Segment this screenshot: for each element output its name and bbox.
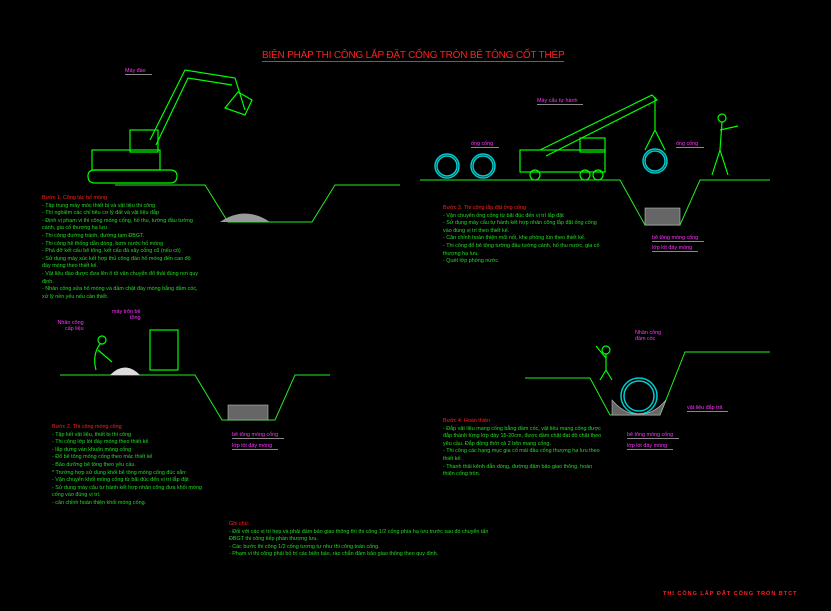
block-line: - Thí nghiệm các chỉ tiêu cơ lý đất và v… [42,210,159,217]
crane-truck-icon [519,94,666,181]
label-line: đầm cóc [635,336,656,342]
label-line: Nhân công [635,330,662,336]
excavator-icon [87,69,253,184]
block-line: - Tập kết vật liệu, thiết bị thi công [52,431,132,438]
block-line: cánh, gia cố thượng hạ lưu [42,225,107,232]
sheet-stamp: THI CÔNG LẮP ĐẶT CỐNG TRÒN BTCT [663,591,798,597]
step2-text-block: Bước 2. Thi công móng cống- Tập kết vật … [52,424,202,508]
label-step2-concrete: bê tông móng cống [232,432,285,439]
block-heading: Bước 1. Công tác hố móng [42,195,107,201]
block-line: - Sử dụng máy xúc kết hợp thủ công đào h… [42,255,191,262]
block-heading: Ghi chú: [229,521,250,527]
block-line: - Các bước thi công 1/2 cống tương tự nh… [229,543,380,550]
block-line: - Đổ bê tông móng cống theo mác thiết kế [52,454,153,461]
worker-icons [94,113,739,381]
block-heading: Bước 3. Thi công lắp đặt ống cống [443,205,526,211]
trench-step2 [60,374,330,421]
label-line: cấp liệu [65,326,84,332]
block-line: - Vật liệu đào được đưa lên ô tô vận chu… [42,270,199,277]
block-line: - Phạm vi thi công phải bố trí các biển … [229,551,439,558]
label-step4-concrete: bê tông móng cống [627,432,680,439]
block-line: đắp thành từng lớp dày 15-20cm, được đầm… [443,433,602,440]
block-line: - Vận chuyển khối móng cống từ bãi đúc đ… [52,477,189,484]
label-crane: Máy cẩu tự hành [537,98,584,105]
block-line: thiện cống tròn. [443,471,481,478]
label-pipe-left: ống cống [471,141,500,148]
block-line: thiết kế. [443,455,462,462]
label-step3-concrete: bê tông móng cống [652,235,705,242]
block-line: - Đối với các vị trí hẹp và phải đảm bảo… [229,528,489,535]
block-line: - căn chỉnh hoàn thiện khối móng cống. [52,499,147,506]
block-line: định. [42,278,54,285]
block-line: - Căn chỉnh hoàn thiện mối nối, khe phòn… [443,235,586,242]
label-backfill: vật liệu đắp trả [687,405,729,412]
block-heading: Bước 2. Thi công móng cống [52,424,122,430]
drawing-title: BIỆN PHÁP THI CÔNG LẮP ĐẶT CỐNG TRÒN BÊ … [262,50,565,62]
block-line: vào đúng vị trí theo thiết kế. [443,227,510,234]
step1-text-block: Bước 1. Công tác hố móng- Tập trung máy … [42,195,198,301]
block-line: - Thanh thải kênh dẫn dòng, đường đảm bả… [443,463,593,470]
block-heading: Bước 4: Hoàn thiện [443,418,490,424]
label-step4-lining: lớp lót đáy móng [627,443,674,450]
block-line: đáy móng theo thiết kế. [42,263,99,270]
block-line: - Tập trung máy móc thiết bị và vật liệu… [42,202,156,209]
notes-text-block: Ghi chú:- Đối với các vị trí hẹp và phải… [229,521,488,559]
foundation-hatch [227,207,681,421]
block-line: - Thi công các hạng mục gia cố mái đầu c… [443,448,600,455]
label-pipe-right: ống cống [676,141,705,148]
label-step2-lining: lớp lót đáy móng [232,443,279,450]
step4-text-block: Bước 4: Hoàn thiện- Đắp vật liệu mang cố… [443,418,601,479]
material-pile [110,367,140,375]
block-line: - Vận chuyển ống cống từ bãi đúc đến vị … [443,212,564,219]
block-line: thượng hạ lưu. [443,250,479,257]
block-line: - lắp dựng ván khuôn móng cống [52,446,132,453]
label-line: máy trộn bê [112,309,141,315]
block-line: yêu cầu. Đắp đồng thời cả 2 bên mang cốn… [443,440,551,447]
block-line: * Trường hợp sử dụng khối bê tông móng c… [52,469,187,476]
block-line: - Thi công đổ bê tông tường đầu tường cá… [443,242,600,249]
block-line: - Định vị phạm vi thi công móng cống, hố… [42,217,193,224]
block-line: cống vào đúng vị trí. [52,492,101,499]
label-step3-lining: lớp lót đáy móng [652,245,699,252]
block-line: - Sử dụng máy cẩu tự hành kết hợp nhân c… [52,484,202,491]
step3-text-block: Bước 3. Thi công lắp đặt ống cống- Vận c… [443,205,600,266]
block-line: xử lý nền yếu nếu cần thiết. [42,293,109,300]
label-line: tông [129,315,141,321]
block-line: - Thi công đường tránh, đường tạm ĐBGT. [42,232,145,239]
label-line: Nhân công [57,320,84,326]
block-line: - Quét lớp phòng nước. [443,258,500,265]
pipe-icons [434,148,668,415]
block-line: - Phá dỡ kết cấu bê tông, kết cấu đá xây… [42,248,181,255]
label-excavator: Máy đào [125,68,152,75]
block-line: - Bảo dưỡng bê tông theo yêu cầu. [52,461,136,468]
block-line: - Thi công lớp lót đáy móng theo thiết k… [52,439,149,446]
block-line: ĐBGT thi công tiếp phần thượng lưu. [229,536,318,543]
block-line: - Đắp vật liệu mang cống bằng đầm cóc, v… [443,425,601,432]
spoil-pile [220,213,270,222]
block-line: - Nhân công sửa hố móng và đầm chặt đáy … [42,286,198,293]
block-line: - Sử dụng máy cẩu tự hành kết hợp nhân c… [443,220,597,227]
block-line: - Thi công hệ thống dẫn dòng, bơm nước h… [42,240,164,247]
